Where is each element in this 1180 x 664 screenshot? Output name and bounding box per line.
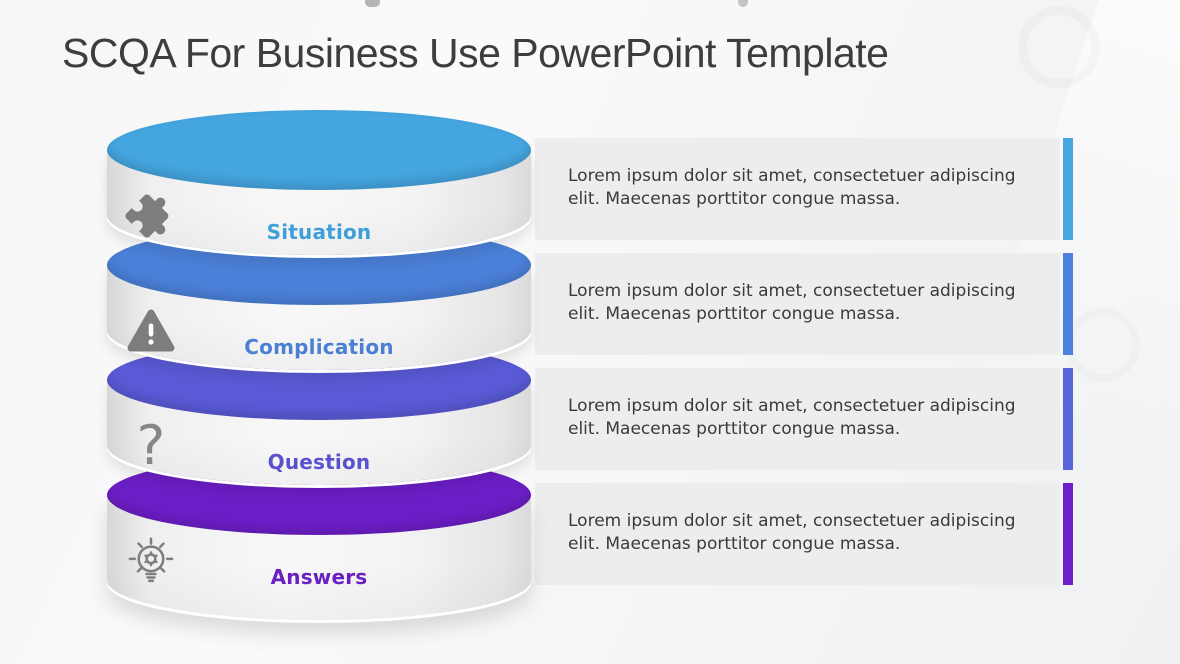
description-box-body: Lorem ipsum dolor sit amet, consectetuer… [535, 483, 1060, 585]
description-box-body: Lorem ipsum dolor sit amet, consectetuer… [535, 138, 1060, 240]
puzzle-icon [123, 188, 179, 244]
description-box-complication: Lorem ipsum dolor sit amet, consectetuer… [535, 253, 1073, 355]
cylinder-label-question: Question [267, 450, 371, 474]
description-text: Lorem ipsum dolor sit amet, consectetuer… [568, 396, 1016, 439]
cylinder-top-situation [107, 110, 531, 190]
description-box-answers: Lorem ipsum dolor sit amet, consectetuer… [535, 483, 1073, 585]
description-text: Lorem ipsum dolor sit amet, consectetuer… [568, 166, 1016, 209]
description-box-body: Lorem ipsum dolor sit amet, consectetuer… [535, 253, 1060, 355]
cylinder-segment-situation: Situation [107, 110, 531, 280]
slide-title: SCQA For Business Use PowerPoint Templat… [62, 30, 889, 76]
cylinder-label-complication: Complication [244, 335, 394, 359]
cylinder-label-answers: Answers [270, 565, 368, 589]
description-text: Lorem ipsum dolor sit amet, consectetuer… [568, 511, 1016, 554]
warning-triangle-icon [123, 303, 179, 359]
description-accent-bar [1063, 483, 1073, 585]
description-accent-bar [1063, 368, 1073, 470]
background-watermark-smudge [738, 0, 748, 7]
cylinder-label-situation: Situation [266, 220, 372, 244]
description-accent-bar [1063, 138, 1073, 240]
question-mark-icon: ? [136, 414, 166, 477]
description-box-body: Lorem ipsum dolor sit amet, consectetuer… [535, 368, 1060, 470]
background-watermark-circle [1066, 308, 1140, 382]
description-accent-bar [1063, 253, 1073, 355]
lightbulb-gear-icon [123, 533, 179, 589]
description-box-situation: Lorem ipsum dolor sit amet, consectetuer… [535, 138, 1073, 240]
background-watermark-smudge [365, 0, 380, 7]
description-text: Lorem ipsum dolor sit amet, consectetuer… [568, 281, 1016, 324]
description-box-question: Lorem ipsum dolor sit amet, consectetuer… [535, 368, 1073, 470]
